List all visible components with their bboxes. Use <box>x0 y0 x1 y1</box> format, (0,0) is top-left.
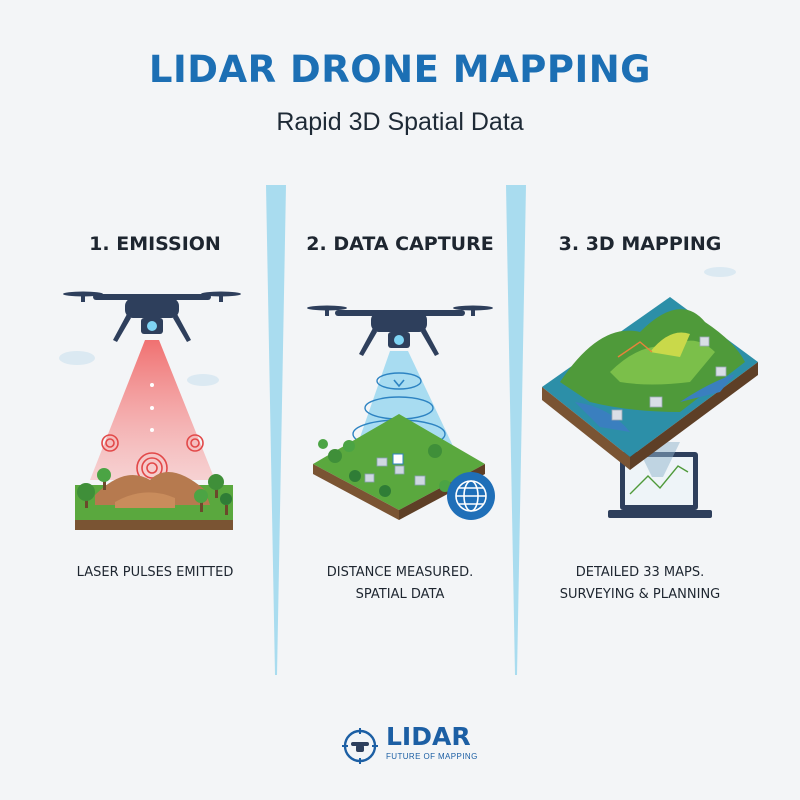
column-divider <box>266 185 286 675</box>
caption-emission: LASER PULSES EMITTED <box>76 565 234 580</box>
drone-scan-icon <box>307 305 495 520</box>
column-divider <box>506 185 526 675</box>
step-heading-data-capture: 2. DATA CAPTURE <box>306 233 494 255</box>
page-title: LIDAR DRONE MAPPING <box>148 48 652 91</box>
step-heading-emission: 1. EMISSION <box>89 233 221 255</box>
logo-wordmark: LIDAR <box>386 722 471 751</box>
terrain-map-icon <box>542 267 758 518</box>
caption-3d-mapping: DETAILED 33 MAPS. SURVEYING & PLANNING <box>559 565 721 602</box>
caption-data-capture: DISTANCE MEASURED. SPATIAL DATA <box>326 565 474 602</box>
step-heading-3d-mapping: 3. 3D MAPPING <box>558 233 722 255</box>
page-subtitle: Rapid 3D Spatial Data <box>276 108 524 136</box>
logo-tagline: FUTURE OF MAPPING <box>386 752 478 761</box>
drone-laser-icon <box>59 291 241 530</box>
drone-target-icon <box>342 728 378 764</box>
